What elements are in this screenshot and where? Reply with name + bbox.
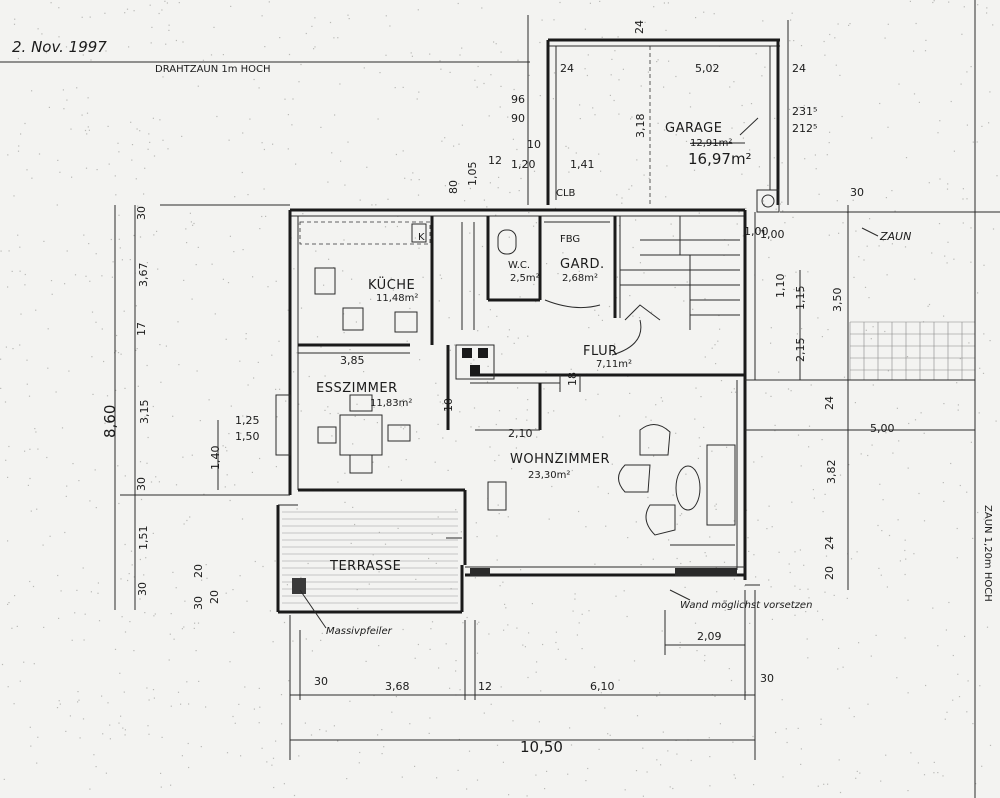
dim-left-30top: 30	[135, 206, 148, 220]
dim-left-17: 17	[135, 322, 148, 336]
fence-note: DRAHTZAUN 1m HOCH	[155, 64, 271, 75]
house-walls	[275, 208, 747, 580]
garage-dim-231: 231⁵	[792, 105, 817, 118]
dim-right-382: 3,82	[825, 460, 838, 485]
garage-dim-24a: 24	[560, 62, 574, 75]
garage-dim-24c: 24	[633, 20, 646, 34]
terrasse-label: TERRASSE	[329, 559, 401, 574]
dim-left-367: 3,67	[137, 263, 150, 288]
dim-right-24: 24	[823, 396, 836, 410]
date-stamp: 2. Nov. 1997	[12, 38, 107, 56]
dim-10: 10	[527, 138, 541, 151]
dim-right-100b: 1,00	[744, 225, 769, 238]
gard-label: GARD.	[560, 257, 605, 272]
dim-left-30c: 30	[192, 596, 205, 610]
garage-width-dim: 5,02	[695, 62, 720, 75]
dim-right-115: 1,15	[794, 286, 807, 311]
dim-left-315: 3,15	[138, 400, 151, 425]
dim-right-500: 5,00	[870, 422, 895, 435]
wohnzimmer-label: WOHNZIMMER	[510, 452, 610, 467]
right-dimensions	[799, 205, 849, 590]
dim-bottom-610: 6,10	[590, 680, 615, 693]
dim-left-860: 8,60	[101, 405, 119, 438]
wc-area: 2,5m²	[510, 273, 540, 284]
dim-96: 96	[511, 93, 525, 106]
dim-90: 90	[511, 112, 525, 125]
garage-label: GARAGE	[665, 121, 722, 136]
dim-bottom-368: 3,68	[385, 680, 410, 693]
gard-area: 2,68m²	[562, 273, 598, 284]
dim-bottom-12: 12	[478, 680, 492, 693]
wand-leader	[669, 589, 691, 601]
paving-area	[745, 212, 975, 586]
garage-depth-dim: 3,18	[634, 114, 647, 139]
dim-left-151: 1,51	[137, 526, 150, 551]
dim-left-30b: 30	[136, 582, 149, 596]
dim-left-125: 1,25	[235, 414, 260, 427]
wc-label: W.C.	[508, 260, 530, 271]
fbg-label: FBG	[560, 234, 580, 245]
dim-right-30: 30	[850, 186, 864, 199]
dim-right-110: 1,10	[774, 274, 787, 299]
wohnzimmer-area: 23,30m²	[528, 470, 570, 481]
kueche-label: KÜCHE	[368, 276, 415, 293]
dim-right-100: 1,00	[760, 228, 785, 241]
dim-bottom-209: 2,09	[697, 630, 722, 643]
pfeiler-note: Massivpfeiler	[326, 626, 393, 637]
kueche-area: 11,48m²	[376, 293, 418, 304]
dim-right-350: 3,50	[831, 288, 844, 313]
dim-left-140: 1,40	[209, 446, 222, 471]
dim-total-width: 10,50	[520, 738, 563, 756]
dim-right-20: 20	[823, 566, 836, 580]
dim-18: 18	[566, 372, 579, 386]
dim-210: 2,10	[508, 427, 533, 440]
wand-note: Wand möglichst vorsetzen	[680, 600, 812, 611]
esszimmer-label: ESSZIMMER	[316, 381, 398, 396]
esszimmer-area: 11,83m²	[370, 398, 412, 409]
garage-dim-212: 212⁵	[792, 122, 817, 135]
fence-label: ZAUN	[879, 230, 911, 243]
dim-right-215: 2,15	[794, 338, 807, 363]
dim-120: 1,20	[511, 158, 536, 171]
dim-bottom-30b: 30	[760, 672, 774, 685]
dim-esz-385: 3,85	[340, 354, 365, 367]
dim-bottom-30a: 30	[314, 675, 328, 688]
garage-dim-24b: 24	[792, 62, 806, 75]
dim-left-30: 30	[135, 477, 148, 491]
dim-right-24b: 24	[823, 536, 836, 550]
garage	[527, 15, 789, 213]
dim-80: 80	[447, 180, 460, 194]
garage-dim-141: 1,41	[570, 158, 595, 171]
side-note: ZAUN 1,20m HOCH	[982, 505, 993, 602]
garage-area: 16,97m²	[688, 150, 752, 168]
left-dimensions	[114, 204, 290, 610]
k-label: K	[418, 232, 425, 243]
garage-area-crossed: 12,91m²	[690, 138, 732, 149]
dim-left-150: 1,50	[235, 430, 260, 443]
clb-label: CLB	[556, 188, 576, 199]
dim-105: 1,05	[466, 162, 479, 187]
terrace	[276, 504, 464, 629]
dim-12: 12	[488, 154, 502, 167]
dim-10b: 10	[442, 398, 455, 412]
bottom-dimensions	[289, 590, 756, 760]
dim-left-20: 20	[192, 564, 205, 578]
flur-label: FLUR	[583, 344, 618, 359]
flur-area: 7,11m²	[596, 359, 632, 370]
fence-leader	[861, 227, 879, 237]
dim-left-20b: 20	[208, 590, 221, 604]
